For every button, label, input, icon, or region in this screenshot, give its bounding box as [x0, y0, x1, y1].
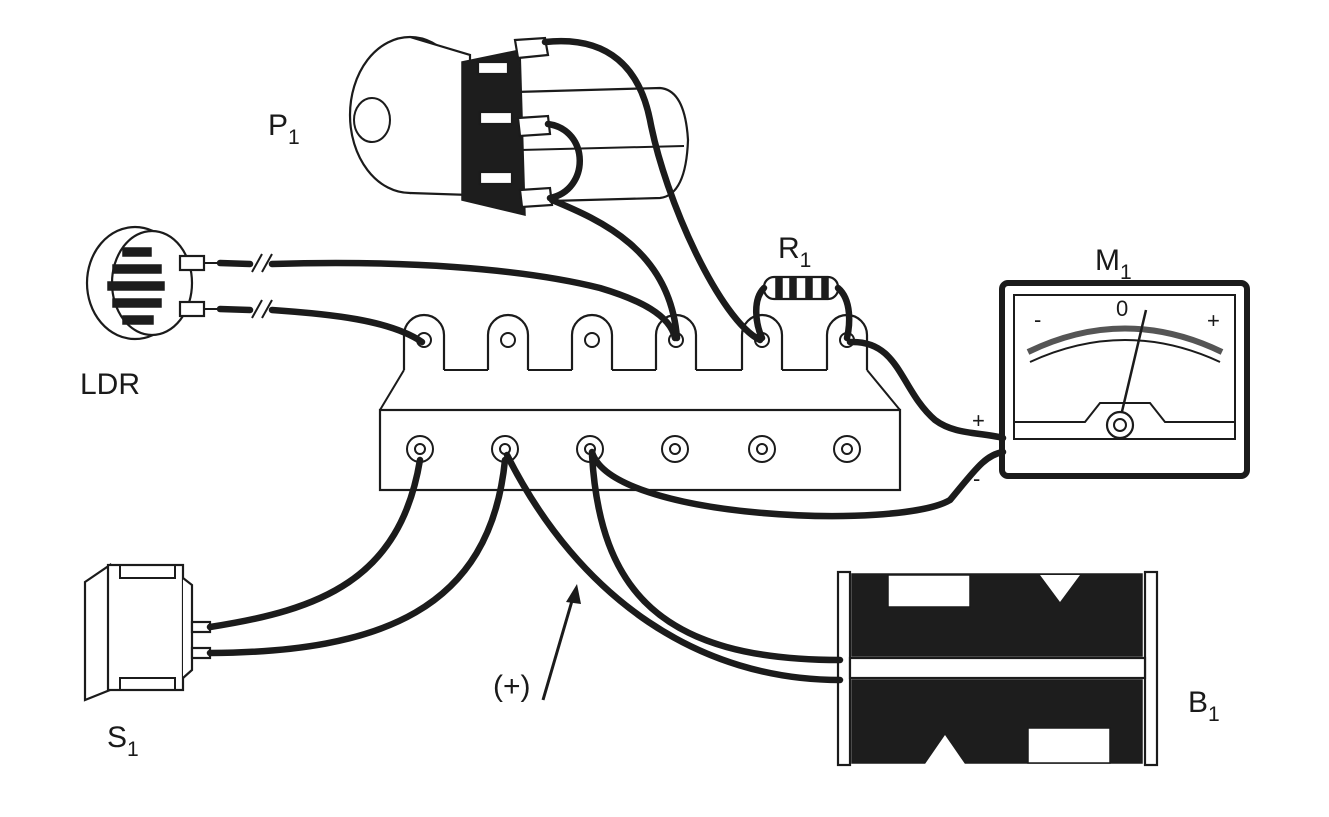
meter-terminal-minus: - [973, 466, 980, 491]
meter-scale-minus: - [1034, 307, 1041, 332]
r1-label: R1 [778, 232, 811, 272]
meter-terminal-plus: + [972, 408, 985, 433]
plus-marker-label: (+) [493, 670, 531, 703]
ldr-label: LDR [80, 368, 140, 401]
terminal-strip [378, 313, 902, 492]
plus-indicator-arrow [541, 584, 581, 701]
m1-label: M1 [1095, 244, 1132, 284]
s1-label: S1 [107, 721, 139, 761]
battery-holder-b1 [836, 570, 1159, 767]
resistor-r1 [762, 275, 840, 301]
meter-scale-zero: 0 [1116, 296, 1128, 321]
potentiometer-p1 [348, 35, 690, 216]
ldr-sensor [85, 225, 273, 341]
switch-s1 [83, 562, 212, 702]
wiring [206, 37, 1007, 684]
b1-label: B1 [1188, 686, 1220, 726]
p1-label: P1 [268, 109, 300, 149]
meter-m1 [999, 280, 1250, 479]
meter-scale-plus: + [1207, 308, 1220, 333]
